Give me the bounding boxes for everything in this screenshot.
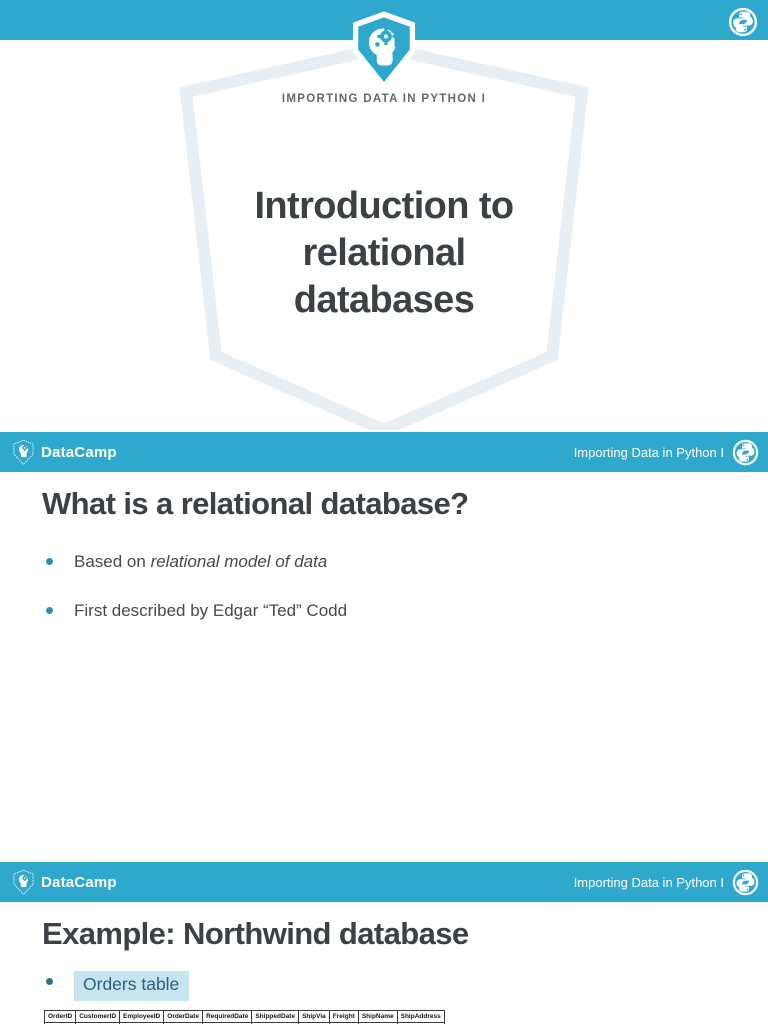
bullet-text: First described by Edgar “Ted” Codd [74,600,347,623]
orders-table-header-cell: ShippedDate [251,1009,300,1023]
course-info: Importing Data in Python I [574,439,759,466]
course-info: Importing Data in Python I [574,869,759,896]
bullet-text-italic: relational model of data [150,552,328,572]
bullet-dot-icon [46,607,53,615]
bullet-item: Orders table [46,971,738,1001]
slide-header-bar: DataCamp Importing Data in Python I [0,432,768,472]
orders-table-highlight: Orders table [74,971,190,1001]
orders-table-header-cell: ShipName [357,1009,398,1023]
orders-table-header-cell: OrderDate [163,1009,204,1023]
slide-title-heading: Example: Northwind database [42,916,469,951]
orders-table-cell [251,1021,300,1024]
orders-table-header-cell: Freight [328,1009,359,1023]
slide-title: IMPORTING DATA IN PYTHON I Introduction … [0,0,768,430]
course-label: Importing Data in Python I [573,874,724,890]
slide-header-bar: DataCamp Importing Data in Python I [0,862,768,902]
deck-title: Introduction to relational databases [0,183,768,323]
python-badge-icon [732,439,759,466]
deck-title-line: relational [302,232,467,275]
brand-name: DataCamp [41,443,117,461]
datacamp-shield-icon [12,869,35,896]
brand-name: DataCamp [41,873,117,891]
bullet-dot-icon [46,978,53,986]
bullet-dot-icon [46,558,53,566]
course-kicker: IMPORTING DATA IN PYTHON I [281,93,487,105]
bullet-item: Based on relational model of data [46,551,738,574]
deck-title-line: databases [293,278,475,321]
orders-table-header-cell: EmployeeID [119,1009,165,1023]
orders-table-header-cell: ShipAddress [396,1009,445,1023]
orders-table-header-row: OrderID CustomerID EmployeeID OrderDate … [43,1009,445,1023]
slide-title-heading: What is a relational database? [42,486,469,521]
bullet-text: Based on relational model of data [74,551,327,574]
orders-table: OrderID CustomerID EmployeeID OrderDate … [43,1009,445,1024]
bullet-text-plain: First described by Edgar “Ted” Codd [74,601,348,621]
slide-what-is-relational-db: DataCamp Importing Data in Python I What… [0,432,768,860]
bullet-list: Based on relational model of data First … [0,551,768,623]
python-badge-icon [728,7,758,37]
orders-table-cell [396,1021,445,1024]
orders-table-header-cell: ShipVia [298,1009,330,1023]
bullet-list: Orders table [0,971,768,1001]
datacamp-shield-icon [12,439,35,466]
orders-table-cell [119,1021,165,1024]
python-badge-icon [732,869,759,896]
course-label: Importing Data in Python I [573,444,724,460]
orders-table-header-cell: RequiredDate [202,1009,253,1023]
orders-table-cell [43,1021,77,1024]
datacamp-brand: DataCamp [12,869,117,896]
bullet-item: First described by Edgar “Ted” Codd [46,600,738,623]
slide-northwind-example: DataCamp Importing Data in Python I Exam… [0,862,768,1024]
orders-table-cell [202,1021,253,1024]
orders-table-cell [328,1021,359,1024]
orders-table-partial-row [43,1021,445,1024]
orders-table-header-cell: CustomerID [75,1009,121,1023]
deck-title-line: Introduction to [254,185,514,228]
bullet-text-plain: Based on [74,552,151,572]
datacamp-brand: DataCamp [12,439,117,466]
orders-table-header-cell: OrderID [43,1009,77,1023]
datacamp-shield-logo [352,11,416,90]
